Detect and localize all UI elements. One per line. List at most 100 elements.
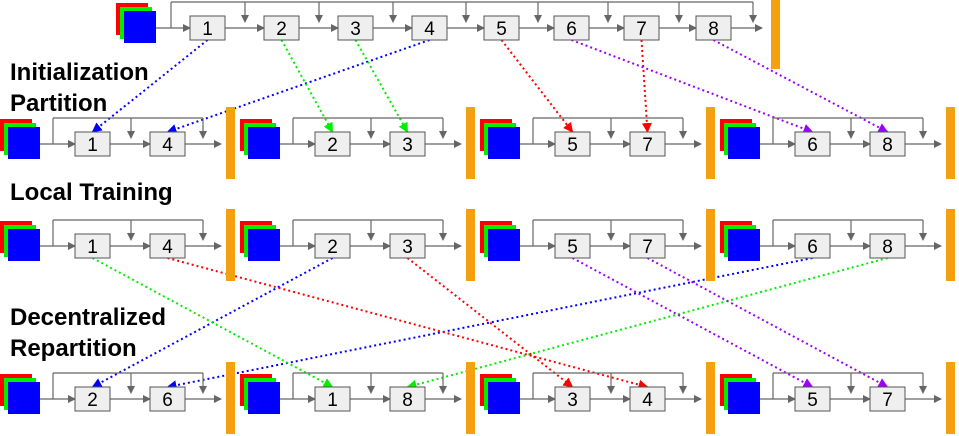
model-block: 7 <box>629 131 666 157</box>
output-bar <box>226 209 235 281</box>
model-block: 7 <box>869 386 906 412</box>
stage-label-partition: Partition <box>10 90 107 117</box>
output-bar <box>706 362 715 434</box>
block-box <box>629 131 666 157</box>
transfer-arrow <box>572 257 814 388</box>
output-bar <box>946 362 955 434</box>
block-label: 2 <box>327 135 338 156</box>
output-bar <box>466 362 475 434</box>
block-label: 6 <box>807 135 818 156</box>
model-block: 4 <box>149 131 186 157</box>
model-block: 6 <box>794 131 831 157</box>
output-bar <box>946 209 955 281</box>
block-label: 7 <box>642 135 653 156</box>
input-layer-blue <box>248 127 280 159</box>
block-box <box>149 131 186 157</box>
input-layer-blue <box>8 127 40 159</box>
input-layer-blue <box>248 382 280 414</box>
model-block: 2 <box>263 15 300 41</box>
block-box <box>629 233 666 259</box>
model-block: 3 <box>389 233 426 259</box>
block-box <box>149 386 186 412</box>
model-block: 5 <box>554 233 591 259</box>
model-block: 2 <box>314 131 351 157</box>
transfer-arrow <box>166 39 430 134</box>
block-box <box>695 15 732 41</box>
model-block: 1 <box>74 233 111 259</box>
input-layer-blue <box>728 229 760 261</box>
block-label: 3 <box>402 237 413 258</box>
output-bar <box>706 107 715 179</box>
transfer-arrows <box>91 39 889 391</box>
model-block: 4 <box>149 233 186 259</box>
block-box <box>629 386 666 412</box>
transfer-arrow <box>500 39 574 133</box>
block-label: 4 <box>424 19 435 40</box>
block-label: 1 <box>87 237 98 258</box>
block-label: 8 <box>402 390 413 411</box>
block-label: 6 <box>162 390 173 411</box>
block-box <box>74 233 111 259</box>
stage-label-local-training: Local Training <box>10 179 173 206</box>
block-box <box>553 15 590 41</box>
input-layer-blue <box>488 382 520 414</box>
input-layer-blue <box>8 382 40 414</box>
transfer-arrow <box>406 257 888 390</box>
output-bar <box>946 107 955 179</box>
model-block: 7 <box>623 15 660 41</box>
output-bar <box>466 107 475 179</box>
transfer-arrow <box>640 39 652 133</box>
block-box <box>869 131 906 157</box>
stage-label-initialization: Initialization <box>10 59 149 86</box>
input-layer-blue <box>728 127 760 159</box>
block-box <box>389 386 426 412</box>
model-block: 8 <box>869 131 906 157</box>
model-block: 2 <box>74 386 111 412</box>
block-label: 2 <box>327 237 338 258</box>
input-layer-blue <box>728 382 760 414</box>
block-box <box>869 233 906 259</box>
block-box <box>411 15 448 41</box>
model-block: 1 <box>189 15 226 41</box>
model-block: 8 <box>695 15 732 41</box>
block-label: 7 <box>882 390 893 411</box>
model-block: 4 <box>629 386 666 412</box>
block-label: 8 <box>882 135 893 156</box>
model-block: 8 <box>389 386 426 412</box>
model-block: 5 <box>483 15 520 41</box>
model-block: 4 <box>411 15 448 41</box>
model-block: 6 <box>794 233 831 259</box>
transfer-arrow <box>92 257 334 388</box>
model-block: 2 <box>314 233 351 259</box>
block-box <box>149 233 186 259</box>
block-label: 7 <box>642 237 653 258</box>
block-box <box>314 131 351 157</box>
model-block: 8 <box>869 233 906 259</box>
output-bar <box>706 209 715 281</box>
model-block: 1 <box>314 386 351 412</box>
block-label: 4 <box>642 390 653 411</box>
transfer-arrow <box>167 257 649 390</box>
output-bar <box>466 209 475 281</box>
block-label: 1 <box>87 135 98 156</box>
block-label: 5 <box>567 135 578 156</box>
block-label: 4 <box>162 237 173 258</box>
block-label: 3 <box>350 19 361 40</box>
block-box <box>74 386 111 412</box>
block-box <box>389 233 426 259</box>
output-bar <box>226 107 235 179</box>
block-box <box>869 386 906 412</box>
